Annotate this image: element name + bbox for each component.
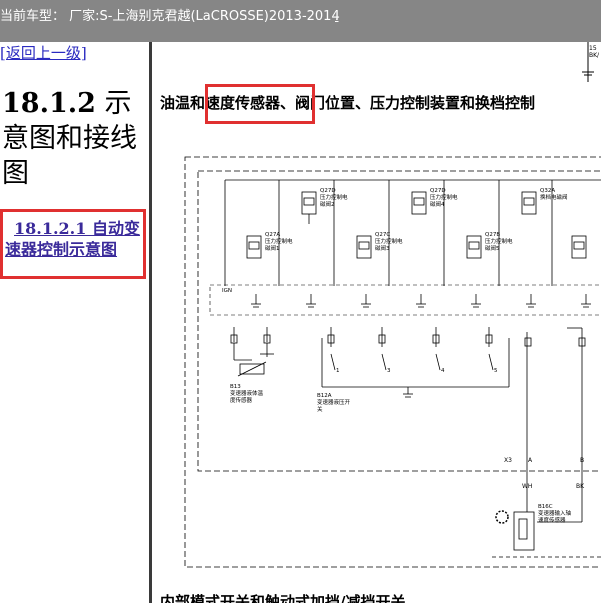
top-bar: 当前车型： 厂家:S-上海别克君越(LaCROSSE)2013-2014 . [0, 0, 601, 42]
frame-splitter[interactable] [149, 42, 152, 603]
wire-color-bk: BK [576, 483, 585, 490]
left-nav-pane: [返回上一级] 18.1.2 示意图和接线图 18.1.2.1 自动变速器控制示… [0, 42, 149, 603]
solenoid-top-2-id: Q27D [430, 188, 446, 194]
solenoid-top-3-name: 换档电磁阀 [540, 193, 568, 201]
b13-id: B13 [230, 384, 241, 390]
temp-sensor-b13 [230, 327, 274, 377]
solenoid-top-3 [521, 191, 537, 215]
sub-link-highlight: 18.1.2.1 自动变速器控制示意图 [0, 209, 146, 279]
corner-label-2: BK/ [589, 52, 600, 59]
wiring-diagram: 15 BK/ Q27D 压力控制电 磁阀2 [184, 42, 601, 568]
solenoid-low-3 [466, 235, 482, 259]
b12a-id: B12A [317, 393, 332, 399]
b16c-name: 变速器输入轴 [538, 509, 572, 517]
ign-label: IGN [222, 288, 232, 294]
solenoid-low-3-name: 压力控制电 [485, 237, 513, 245]
solenoid-top-1-name: 压力控制电 [320, 193, 348, 201]
car-model-label: 当前车型： 厂家:S-上海别克君越(LaCROSSE)2013-2014 [0, 9, 340, 24]
b12a-name2: 关 [317, 405, 323, 413]
back-link[interactable]: [返回上一级] [0, 44, 87, 62]
solenoid-top-1-id: Q27D [320, 188, 336, 194]
pressure-switch-b12a [321, 327, 510, 398]
solenoid-top-3-id: Q32A [540, 188, 555, 194]
next-diagram-heading: 内部模式开关和触动式加挡/减挡开关 [160, 593, 406, 603]
b16c-id: B16C [538, 504, 553, 510]
solenoid-top-2-name: 压力控制电 [430, 193, 458, 201]
heading-highlight [205, 84, 315, 124]
switch-num-4: 4 [441, 368, 445, 374]
solenoid-top-2-name2: 磁阀4 [430, 200, 445, 208]
sub-section-link[interactable]: 18.1.2.1 自动变速器控制示意图 [5, 219, 140, 259]
section-title-text: 示意图和接线图 [2, 88, 137, 189]
b16c-name2: 速度传感器 [538, 516, 566, 524]
x3-label: X3 [504, 457, 512, 464]
solenoid-top-2 [411, 191, 427, 215]
solenoid-low-2-id: Q27C [375, 232, 390, 238]
solenoid-top-1 [301, 191, 317, 224]
solenoid-low-3-id: Q27B [485, 232, 500, 238]
switch-num-1: 1 [336, 368, 340, 374]
b13-name2: 度传感器 [230, 396, 253, 404]
gear-icon [495, 510, 509, 524]
outer-module-border [184, 156, 601, 568]
section-title: 18.1.2 示意图和接线图 [2, 86, 149, 191]
solenoid-top-1-name2: 磁阀2 [320, 200, 335, 208]
solenoid-low-1-name: 压力控制电 [265, 237, 293, 245]
solenoid-low-2-name2: 磁阀3 [375, 244, 390, 252]
solenoid-low-2 [356, 235, 372, 259]
corner-label-1: 15 [589, 45, 597, 52]
x3-pin-b: B [580, 457, 584, 464]
wire-color-wh: WH [522, 483, 532, 490]
x3-pin-a: A [528, 457, 533, 464]
solenoid-low-2-name: 压力控制电 [375, 237, 403, 245]
top-bar-link[interactable]: . [335, 10, 339, 23]
switch-num-5: 5 [494, 368, 498, 374]
diagram-heading: 油温和速度传感器、阀门位置、压力控制装置和换档控制 [160, 94, 536, 112]
solenoid-low-1 [246, 235, 262, 259]
b12a-name: 变速器液压开 [317, 398, 351, 406]
solenoid-low-1-id: Q27A [265, 232, 280, 238]
solenoid-low-3-name2: 磁阀5 [485, 244, 500, 252]
inner-module-border [197, 170, 601, 472]
section-number: 18.1.2 [2, 88, 96, 119]
content-pane: 15 BK/ Q27D 压力控制电 磁阀2 [152, 42, 601, 603]
b13-name: 变速器液体温 [230, 389, 264, 397]
solenoid-low-1-name2: 磁阀1 [265, 244, 280, 252]
switch-num-3: 3 [387, 368, 391, 374]
